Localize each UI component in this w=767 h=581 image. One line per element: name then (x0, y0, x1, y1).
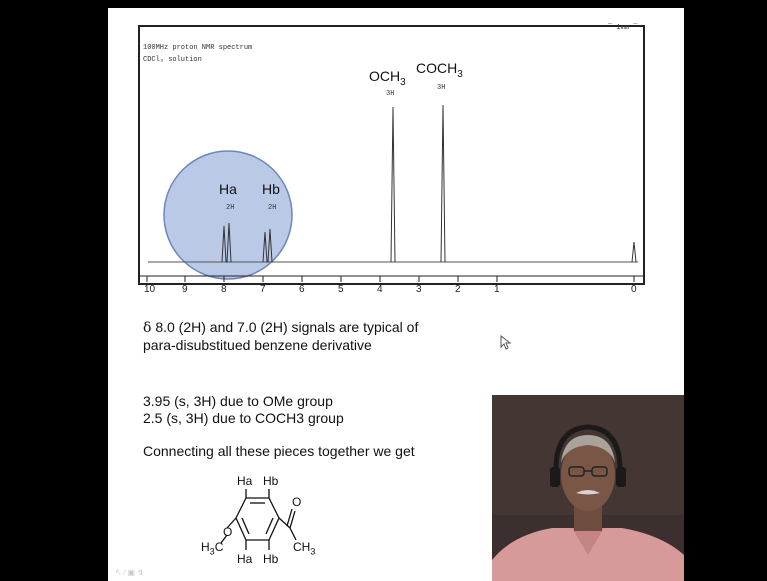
nmr-spectrum: 100MHz proton NMR spectrum CDCl₃ solutio… (138, 20, 650, 305)
text-line-4: 2.5 (s, 3H) due to COCH3 group (143, 410, 344, 426)
tick-label: 9 (182, 284, 188, 295)
peak-label-coch3: COCH3 (416, 60, 463, 80)
tick-label: 0 (631, 284, 637, 295)
integration-ha: 2H (226, 204, 235, 212)
mol-o-carbonyl: O (292, 495, 302, 509)
text-line-5: Connecting all these pieces together we … (143, 443, 415, 459)
tick-label: 2 (455, 284, 461, 295)
tick-label: 10 (144, 284, 156, 295)
presenter-video (492, 395, 684, 581)
peak-och3 (390, 106, 396, 263)
mol-ha-top: Ha (237, 474, 253, 488)
mol-ch3: CH3 (293, 540, 316, 557)
tick-label: 7 (260, 284, 266, 295)
integration-hb: 2H (268, 204, 277, 212)
tick-label: 3 (416, 284, 422, 295)
tick-label: 1 (494, 284, 500, 295)
peak-ha (221, 222, 232, 263)
mol-hb-bottom: Hb (263, 552, 279, 566)
tick-label: 6 (299, 284, 305, 295)
peak-tms (631, 241, 637, 263)
slideshow-toolbar[interactable]: ↖ ∕ ▣ ↯ (115, 568, 144, 577)
spectrum-frame (138, 25, 645, 285)
text-line-1: δ 8.0 (2H) and 7.0 (2H) signals are typi… (143, 319, 419, 336)
spectrum-header-line1: 100MHz proton NMR spectrum (143, 44, 253, 52)
integration-och3: 3H (386, 90, 395, 98)
mouse-cursor-icon (500, 335, 512, 350)
tick-label: 5 (338, 284, 344, 295)
peak-coch3 (440, 104, 446, 263)
lecture-slide: 100MHz proton NMR spectrum CDCl₃ solutio… (108, 8, 684, 581)
mol-o-ether: O (223, 525, 233, 539)
presenter-webcam (492, 395, 684, 581)
peak-label-och3: OCH3 (369, 68, 406, 88)
benzene-ring (220, 489, 297, 550)
integration-coch3: 3H (437, 84, 446, 92)
mol-h3c: H3C (201, 540, 224, 557)
tick-label: 4 (377, 284, 383, 295)
text-line-2: para-disubstitued benzene derivative (143, 337, 372, 353)
tick-label: 8 (221, 284, 227, 295)
mol-hb-top: Hb (263, 474, 279, 488)
corner-mark: ¯ 1mm ¯ (608, 24, 638, 32)
text-line-3: 3.95 (s, 3H) due to OMe group (143, 393, 333, 409)
mol-ha-bottom: Ha (237, 552, 253, 566)
molecule-structure: Ha Hb O O H3C CH3 Ha Hb (183, 473, 383, 581)
peak-hb (262, 228, 273, 263)
spectrum-plot (138, 25, 645, 285)
delta-symbol: δ (143, 320, 152, 336)
spectrum-header-line2: CDCl₃ solution (143, 56, 202, 64)
peak-label-hb: Hb (262, 181, 280, 197)
axis-ticks (146, 276, 635, 282)
peak-label-ha: Ha (219, 181, 237, 197)
highlight-circle (163, 150, 293, 280)
